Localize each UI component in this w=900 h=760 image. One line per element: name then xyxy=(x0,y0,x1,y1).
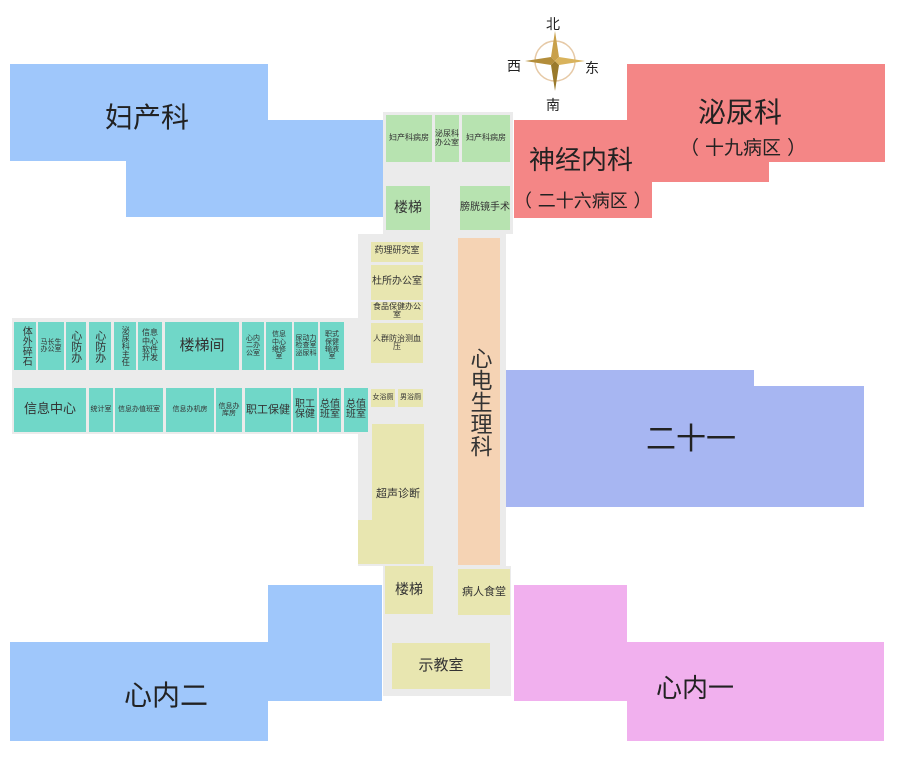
compass-east-label: 东 xyxy=(585,61,599,77)
wing-fuchan-label[interactable]: 妇产科 xyxy=(105,101,190,134)
room-bp-control[interactable]: 人群防治测血压 xyxy=(371,323,423,363)
wing-ershiyi-shape-b xyxy=(502,386,864,507)
room-heart-office-a[interactable]: 心防办 xyxy=(66,322,86,370)
room-women-restroom[interactable]: 女浴厕 xyxy=(371,389,395,407)
room-canteen[interactable]: 病人食堂 xyxy=(458,569,510,615)
room-fuchan-ward-1[interactable]: 妇产科病房 xyxy=(386,115,432,162)
room-pharmacology[interactable]: 药理研究室 xyxy=(371,242,423,262)
room-fuchan-ward-2[interactable]: 妇产科病房 xyxy=(462,115,510,162)
wing-fuchan-shape-b xyxy=(126,120,383,217)
wing-xinneiyi-shape-c xyxy=(627,642,884,741)
room-men-restroom[interactable]: 男浴厕 xyxy=(398,389,423,407)
room-urology-director[interactable]: 泌尿科主任 xyxy=(114,322,136,370)
room-duty-2[interactable]: 总值班室 xyxy=(344,388,368,432)
wing-xinneiyi-label[interactable]: 心内一 xyxy=(656,674,735,704)
room-info-software[interactable]: 信息中心软件开发 xyxy=(138,322,162,370)
room-ecg-label: 心电生理科 xyxy=(466,346,492,457)
room-staff-health-2[interactable]: 职工保健 xyxy=(293,388,317,432)
room-cardio2-office[interactable]: 心内二办公室 xyxy=(242,322,264,370)
room-cystoscopy[interactable]: 膀胱镜手术 xyxy=(460,186,510,230)
room-urodynamics[interactable]: 尿动力检查室泌尿科 xyxy=(294,322,318,370)
wing-ershiyi-label[interactable]: 二十一 xyxy=(646,422,736,457)
compass-rose-icon xyxy=(523,29,587,93)
room-stairwell[interactable]: 楼梯间 xyxy=(165,322,239,370)
wing-xinneier-shape-c xyxy=(10,642,268,741)
room-info-repair[interactable]: 信息中心维修室 xyxy=(266,322,292,370)
compass: 北 南 西 东 xyxy=(505,14,605,114)
wing-shenjing-label[interactable]: 神经内科 xyxy=(529,146,634,176)
room-staff-health[interactable]: 职工保健 xyxy=(245,388,291,432)
room-planning[interactable]: 马长生办公室 xyxy=(38,322,64,370)
room-ultrasound[interactable]: 超声诊断 xyxy=(372,424,424,564)
ultrasound-annex xyxy=(358,520,376,564)
wing-miniao-sublabel: （ 十九病区 ） xyxy=(680,137,807,159)
wing-shenjing-sublabel: （ 二十六病区 ） xyxy=(514,191,652,212)
room-ecg[interactable]: 心电生理科 xyxy=(458,238,500,565)
room-lithotripsy[interactable]: 体外碎石 xyxy=(14,322,36,370)
room-info-duty[interactable]: 信息办值班室 xyxy=(115,388,163,432)
room-staff-infusion[interactable]: 职式保健输液室 xyxy=(320,322,344,370)
compass-south-label: 南 xyxy=(546,98,560,114)
room-duty-1[interactable]: 总值班室 xyxy=(319,388,341,432)
room-statistics[interactable]: 统计室 xyxy=(89,388,113,432)
room-food-health[interactable]: 食品保健办公室 xyxy=(371,301,423,320)
room-north-stairs[interactable]: 楼梯 xyxy=(386,186,430,230)
room-info-storage[interactable]: 信息办库房 xyxy=(216,388,242,432)
compass-north-label: 北 xyxy=(546,17,560,33)
room-south-stairs[interactable]: 楼梯 xyxy=(385,566,433,614)
compass-west-label: 西 xyxy=(507,59,521,75)
room-info-center[interactable]: 信息中心 xyxy=(14,388,86,432)
room-teaching[interactable]: 示教室 xyxy=(392,643,490,689)
wing-xinneier-label[interactable]: 心内二 xyxy=(124,679,209,712)
room-heart-office-b[interactable]: 心防办 xyxy=(89,322,111,370)
room-miniao-office[interactable]: 泌尿科办公室 xyxy=(435,115,459,162)
wing-miniao-label[interactable]: 泌尿科 xyxy=(698,96,783,129)
room-info-machine[interactable]: 信息办机房 xyxy=(166,388,214,432)
room-dept-office[interactable]: 杜所办公室 xyxy=(371,265,423,300)
wing-shenjing-shape-b xyxy=(514,142,632,172)
